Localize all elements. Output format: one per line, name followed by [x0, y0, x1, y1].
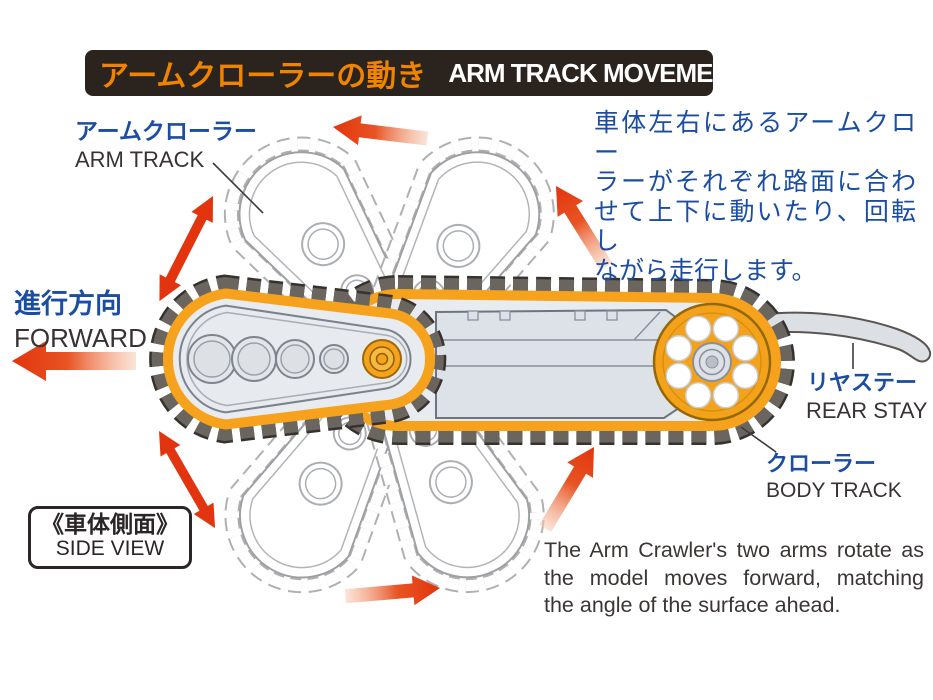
en-description: The Arm Crawler's two arms rotate as the…: [544, 537, 924, 620]
rear-stay-label-jp: リヤステー: [806, 370, 917, 395]
arm-track-graphic: [149, 274, 447, 444]
arm-pivot: [362, 339, 402, 379]
en-description-line: The Arm Crawler's two arms rotate as: [544, 538, 924, 562]
body-track-label-jp: クローラー: [766, 451, 877, 476]
forward-label: 進行方向 FORWARD: [14, 282, 147, 354]
header-title-en: ARM TRACK MOVEMENT: [448, 57, 746, 88]
rotation-arrow-right-lower-icon: [532, 439, 607, 537]
arm-track-label: アームクローラー ARM TRACK: [75, 112, 257, 173]
leader-line-arm-track: [212, 162, 264, 214]
jp-description-line: ラーがそれぞれ路面に合わ: [594, 168, 916, 196]
body-track-label-en: BODY TRACK: [766, 479, 902, 502]
jp-description-line: せて上下に動いたり、回転し: [594, 197, 916, 256]
rear-stay-label-en: REAR STAY: [806, 398, 928, 423]
rear-stay-label: リヤステー REAR STAY: [806, 365, 928, 424]
jp-description-line: 車体左右にあるアームクロー: [594, 109, 916, 167]
arm-track-label-jp: アームクローラー: [75, 118, 257, 144]
body-track-label: クローラー BODY TRACK: [766, 446, 902, 503]
side-view-box: 《車体側面》 SIDE VIEW: [28, 506, 192, 569]
header-bar: アームクローラーの動き ARM TRACK MOVEMENT: [85, 50, 746, 96]
rotation-arrow-top-icon: [331, 112, 430, 154]
jp-description: 車体左右にあるアームクロー ラーがそれぞれ路面に合わ せて上下に動いたり、回転し…: [594, 109, 916, 286]
en-description-line: the model moves forward, matching: [544, 565, 924, 590]
en-description-line: the angle of the surface ahead.: [544, 593, 841, 617]
side-view-label-en: SIDE VIEW: [55, 537, 165, 560]
forward-label-en: FORWARD: [14, 323, 147, 353]
leader-line-body-track: [740, 426, 777, 453]
forward-label-jp: 進行方向: [14, 289, 122, 319]
side-view-label-jp: 《車体側面》: [41, 511, 179, 537]
rear-stay-graphic: [751, 311, 932, 363]
jp-description-line: ながら走行します。: [594, 256, 817, 285]
header-title-jp: アームクローラーの動き: [99, 60, 427, 93]
rotation-arrow-bottom-icon: [344, 573, 442, 612]
arm-track-label-en: ARM TRACK: [75, 147, 205, 172]
drive-sprocket: [652, 302, 772, 422]
tilt-arrow-upper-icon: [148, 190, 224, 307]
